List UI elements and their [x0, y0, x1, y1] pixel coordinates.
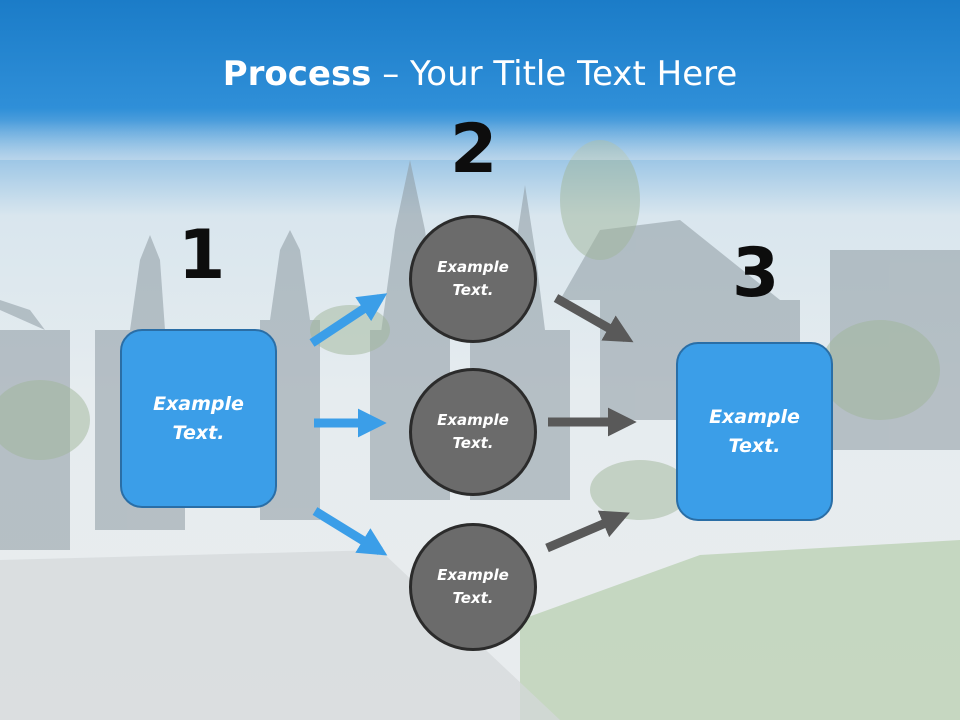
- step-number-3: 3: [732, 234, 780, 313]
- right-box[interactable]: Example Text.: [676, 342, 833, 521]
- title-rest: – Your Title Text Here: [371, 54, 738, 94]
- circle-3[interactable]: Example Text.: [409, 523, 537, 651]
- circle-2-label: Example Text.: [437, 411, 509, 452]
- arrow-circle-1-to-box: [553, 294, 634, 343]
- circle-1-label: Example Text.: [437, 258, 509, 299]
- title-bold: Process: [222, 54, 372, 94]
- step-number-2: 2: [450, 110, 498, 189]
- left-box[interactable]: Example Text.: [120, 329, 277, 508]
- slide-title: Process – Your Title Text Here: [0, 52, 960, 96]
- arrow-circle-3-to-box: [545, 510, 630, 553]
- circle-1[interactable]: Example Text.: [409, 215, 537, 343]
- circle-2[interactable]: Example Text.: [409, 368, 537, 496]
- left-box-label: Example Text.: [153, 392, 244, 444]
- arrow-box-to-circle-3: [312, 507, 388, 556]
- right-box-label: Example Text.: [709, 405, 800, 457]
- circle-3-label: Example Text.: [437, 566, 509, 607]
- arrow-box-to-circle-1: [309, 293, 388, 347]
- step-number-1: 1: [178, 216, 226, 295]
